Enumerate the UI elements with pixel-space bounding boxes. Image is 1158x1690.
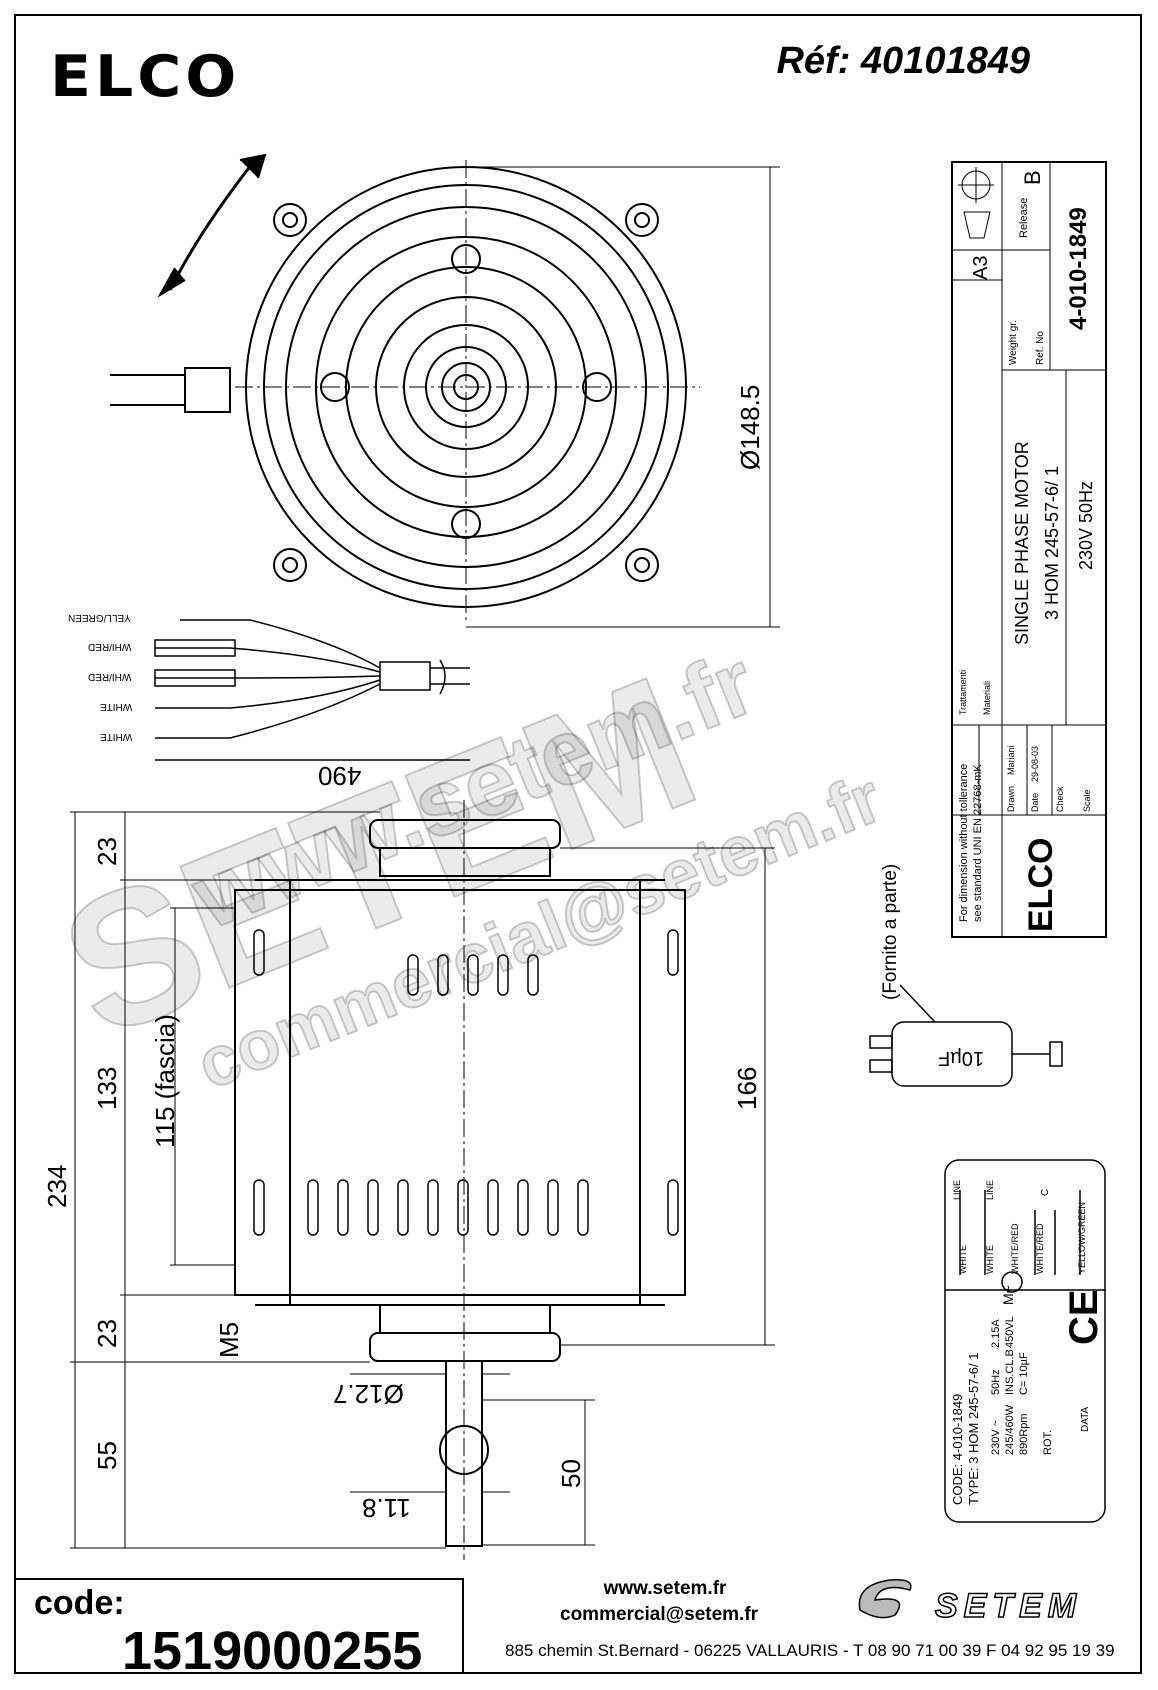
nameplate-insulation: INS.CL.B: [1004, 1349, 1016, 1395]
capacitor-label: 10µF: [938, 1047, 984, 1069]
capacitor-symbol-label: C: [1040, 1188, 1051, 1196]
nameplate-cap-voltage: 450VL: [1004, 1316, 1016, 1348]
drawing-sheet: [14, 14, 1142, 1674]
wiring-label: WHITE: [958, 1245, 968, 1274]
release-value: B: [1020, 170, 1045, 185]
nameplate-rpm: 890Rpm: [1018, 1413, 1030, 1455]
code-box: code: 1519000255: [14, 1578, 464, 1681]
cable-length-label: 490: [318, 761, 362, 791]
nameplate-capacitance: C= 10µF: [1018, 1352, 1030, 1395]
line-label: LINE: [952, 1179, 962, 1200]
setem-swoosh-icon: [858, 1578, 912, 1619]
wiring-label: YELLOW/GREEN: [1077, 1201, 1087, 1274]
weight-label: Weight gr.: [1008, 320, 1019, 365]
scale-label: Scale: [1082, 789, 1092, 812]
drawn-label: Drawn: [1006, 785, 1016, 812]
description-line-3: 230V 50Hz: [1076, 480, 1096, 570]
nameplate-freq: 50Hz: [990, 1369, 1002, 1395]
sheet-size: A3: [970, 255, 992, 280]
date-label: Date: [1030, 792, 1040, 812]
wiring-label: WHITE/RED: [1035, 1223, 1045, 1275]
dim-55: 55: [92, 1441, 122, 1470]
ce-mark: CE: [1062, 1289, 1106, 1345]
drawing-number: 4-010-1849: [1065, 207, 1092, 330]
dim-23-top: 23: [92, 837, 122, 866]
nameplate-type: TYPE: 3 HOM 245-57-6/ 1: [966, 1352, 981, 1505]
dim-166: 166: [732, 1066, 762, 1110]
dim-115-fascia: 115 (fascia): [150, 1014, 180, 1148]
date-value: 29-08-03: [1030, 745, 1040, 782]
wire-label: YELL/GREEN: [68, 612, 131, 623]
dim-133: 133: [92, 1066, 122, 1110]
footer-website[interactable]: www.setem.fr: [603, 1578, 727, 1599]
wiring-label: WHITE/RED: [1010, 1223, 1020, 1275]
wire-label: WHI/RED: [88, 641, 132, 652]
motor-symbol: M~: [1000, 1285, 1016, 1305]
title-block-logo: ELCO: [1022, 837, 1060, 932]
setem-logo: SETEM: [934, 1586, 1083, 1626]
dim-234: 234: [42, 1164, 72, 1208]
code-value: 1519000255: [122, 1621, 423, 1681]
wire-label: WHITE: [100, 701, 133, 712]
dim-11-8: 11.8: [362, 1493, 411, 1523]
tolerance-line-2: see standard UNI EN 22768-mK: [972, 764, 984, 922]
wiring-label: WHITE: [985, 1245, 995, 1274]
treatment-label: Trattamenti: [958, 669, 968, 715]
nameplate-power: 245/460W: [1004, 1404, 1016, 1455]
release-label: Release: [1018, 197, 1030, 238]
nameplate-code: CODE: 4-010-1849: [950, 1393, 965, 1505]
description-line-2: 3 HOM 245-57-6/ 1: [1042, 465, 1062, 620]
wire-label: WHI/RED: [88, 671, 132, 682]
drawn-value: Mariani: [1006, 745, 1016, 775]
dim-23-bottom: 23: [92, 1319, 122, 1348]
reference-number: Réf: 40101849: [776, 40, 1030, 82]
check-label: Check: [1055, 786, 1065, 812]
elco-logo: ELCO: [50, 43, 241, 111]
capacitor-note: (Fornito a parte): [880, 863, 901, 1000]
code-label: code:: [34, 1584, 125, 1622]
nameplate-data: DATA: [1080, 1406, 1091, 1432]
dim-50: 50: [556, 1459, 586, 1488]
footer-email[interactable]: commercial@setem.fr: [560, 1604, 759, 1625]
line-label: LINE: [985, 1179, 995, 1200]
ref-no-label: Ref. No: [1035, 331, 1046, 365]
footer-address: 885 chemin St.Bernard - 06225 VALLAURIS …: [505, 1641, 1115, 1660]
tolerance-line-1: For dimension without tollerance: [958, 763, 970, 922]
nameplate-voltage: 230V ~: [990, 1419, 1002, 1455]
nameplate-current: 2.15A: [990, 1319, 1002, 1348]
nameplate-rot: ROT.: [1042, 1429, 1054, 1455]
material-label: Materiali: [982, 680, 992, 715]
dim-shaft-diameter: Ø12.7: [333, 1379, 404, 1409]
wire-label: WHITE: [100, 731, 133, 742]
dim-m5: M5: [214, 1321, 244, 1358]
diameter-label: Ø148.5: [735, 384, 765, 470]
description-line-1: SINGLE PHASE MOTOR: [1012, 441, 1032, 645]
